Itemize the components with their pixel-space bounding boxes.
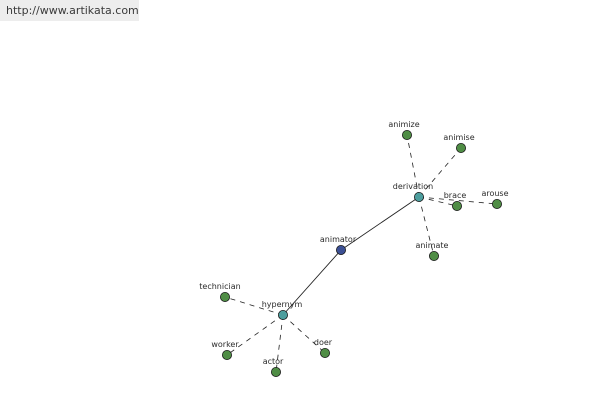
- node-hypernym[interactable]: [277, 309, 288, 320]
- site-url-link[interactable]: http://www.artikata.com: [0, 0, 139, 21]
- node-derivation[interactable]: [413, 191, 424, 202]
- edge-derivation-animize: [406, 134, 420, 198]
- graph-edges: [224, 134, 498, 373]
- node-animize[interactable]: [401, 129, 412, 140]
- node-brace[interactable]: [451, 200, 462, 211]
- edge-animator-hypernym: [282, 249, 342, 316]
- node-label-derivation: derivation: [393, 182, 433, 191]
- edge-derivation-animate: [418, 196, 435, 257]
- node-label-animize: animize: [388, 120, 419, 129]
- node-label-arouse: arouse: [481, 189, 508, 198]
- edge-derivation-arouse: [418, 196, 498, 205]
- node-worker[interactable]: [221, 349, 232, 360]
- graph-labels: animator derivation hypernym animize animise…: [199, 120, 508, 366]
- edge-hypernym-technician: [224, 296, 284, 316]
- node-label-animator: animator: [320, 235, 357, 244]
- node-label-animise: animise: [443, 133, 474, 142]
- graph-nodes: [219, 129, 502, 377]
- node-actor[interactable]: [270, 366, 281, 377]
- node-animise[interactable]: [455, 142, 466, 153]
- node-label-brace: brace: [444, 191, 467, 200]
- node-label-doer: doer: [314, 338, 333, 347]
- edge-derivation-animise: [418, 147, 462, 198]
- edge-hypernym-doer: [282, 314, 326, 354]
- node-label-worker: worker: [211, 340, 239, 349]
- node-label-actor: actor: [263, 357, 284, 366]
- node-technician[interactable]: [219, 291, 230, 302]
- node-animator[interactable]: [335, 244, 346, 255]
- node-label-technician: technician: [199, 282, 240, 291]
- node-doer[interactable]: [319, 347, 330, 358]
- node-arouse[interactable]: [491, 198, 502, 209]
- edge-hypernym-worker: [226, 314, 284, 356]
- node-label-animate: animate: [416, 241, 449, 250]
- node-label-hypernym: hypernym: [262, 300, 303, 309]
- node-animate[interactable]: [428, 250, 439, 261]
- edge-derivation-brace: [418, 196, 458, 207]
- edge-animator-derivation: [340, 196, 420, 251]
